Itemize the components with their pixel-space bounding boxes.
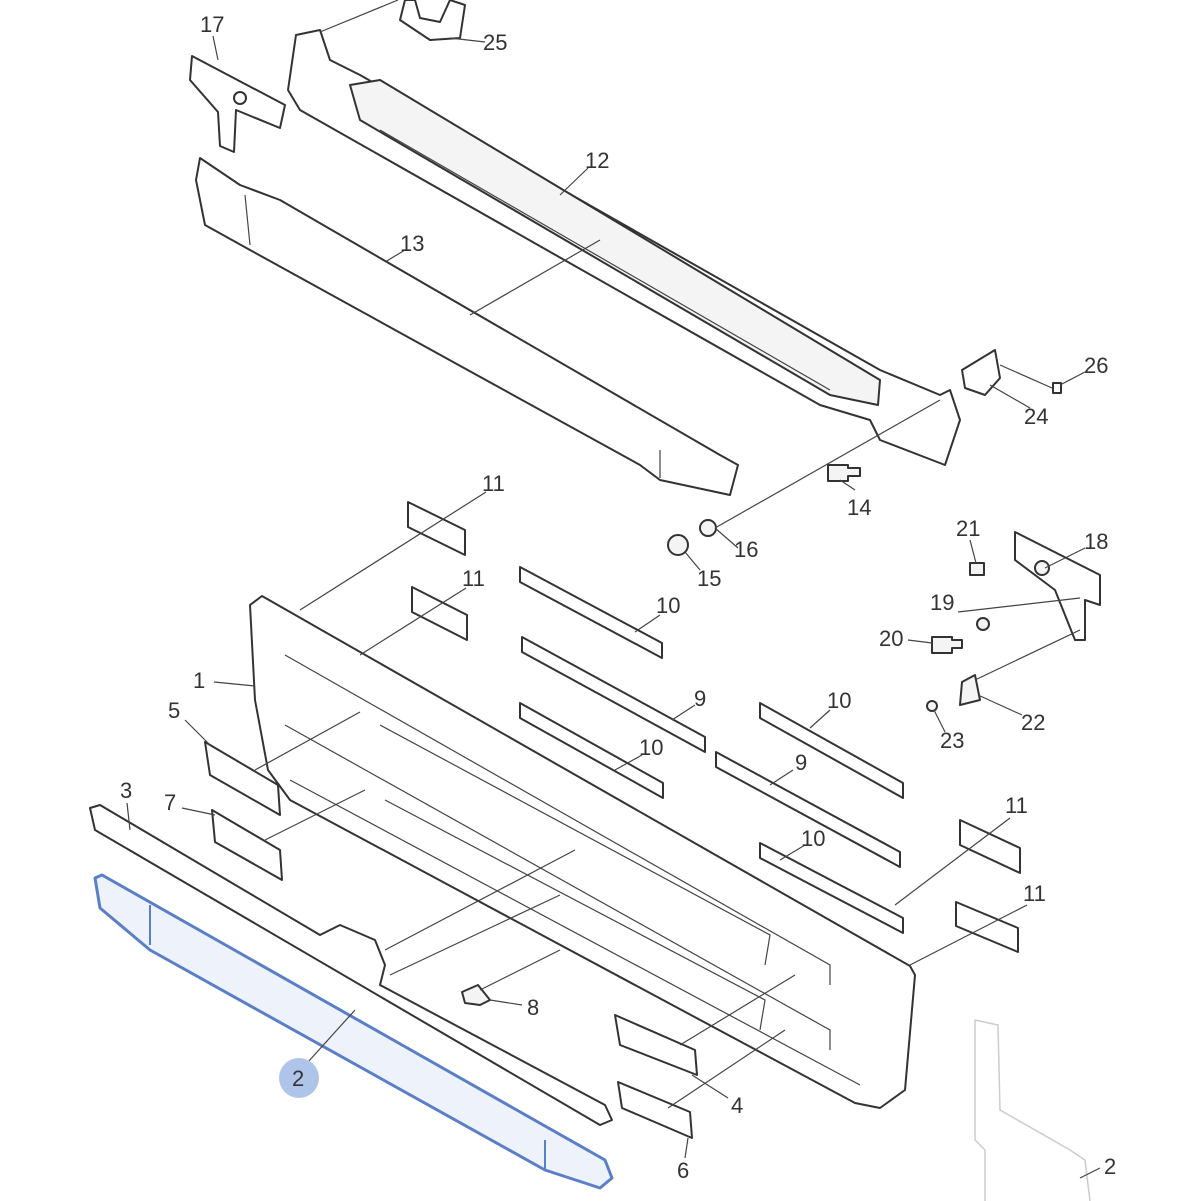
callout-label[interactable]: 22 (1021, 710, 1045, 735)
part-15-nut[interactable] (667, 534, 689, 556)
part-13-lower-panel[interactable] (195, 157, 739, 496)
part-1-grille[interactable] (249, 595, 916, 1109)
part-14-bolt[interactable] (827, 464, 861, 482)
callout-label[interactable]: 19 (930, 590, 954, 615)
part-25-bracket[interactable] (399, 0, 466, 41)
callout-label[interactable]: 11 (1005, 793, 1028, 818)
callout-label[interactable]: 10 (827, 688, 851, 713)
part-26-screw[interactable] (1052, 382, 1062, 394)
part-3-trim[interactable] (89, 804, 613, 1126)
callout-label[interactable]: 2 (1104, 1154, 1116, 1179)
part-16-nut[interactable] (699, 519, 717, 537)
callout-label[interactable]: 25 (483, 30, 507, 55)
callout-label[interactable]: 3 (120, 778, 132, 803)
part-2-lower-trim-highlighted[interactable] (93, 873, 614, 1190)
callout-label[interactable]: 8 (527, 995, 539, 1020)
part-20-bolt[interactable] (931, 636, 963, 654)
callout-label[interactable]: 9 (795, 750, 807, 775)
callout-label[interactable]: 5 (168, 698, 180, 723)
part-18-hinge[interactable] (1014, 531, 1101, 641)
callout-label[interactable]: 10 (801, 826, 825, 851)
callout-label[interactable]: 15 (697, 566, 721, 591)
part-23-screw[interactable] (926, 700, 938, 712)
callout-label[interactable]: 9 (694, 686, 706, 711)
callout-label[interactable]: 10 (656, 593, 680, 618)
part-21-screw[interactable] (969, 562, 985, 576)
callout-label[interactable]: 23 (940, 728, 964, 753)
leader-lines (126, 0, 1101, 1179)
callout-label[interactable]: 17 (200, 12, 224, 37)
part-12-upper-panel[interactable] (287, 29, 961, 466)
callout-label-selected[interactable]: 2 (292, 1066, 304, 1091)
part-5-7-4-6-inserts[interactable] (204, 741, 698, 1139)
part-22-clip[interactable] (959, 674, 981, 706)
part-19-washer[interactable] (976, 617, 990, 631)
callout-label[interactable]: 20 (879, 626, 903, 651)
callout-label[interactable]: 6 (677, 1158, 689, 1183)
adjacent-part-faint (974, 1019, 1091, 1201)
part-11-pads[interactable] (407, 501, 1021, 953)
part-9-10-strips[interactable] (519, 566, 904, 934)
callout-label[interactable]: 12 (585, 148, 609, 173)
callout-label[interactable]: 21 (956, 516, 980, 541)
callout-label[interactable]: 13 (400, 231, 424, 256)
callout-label[interactable]: 11 (462, 566, 485, 591)
callout-label[interactable]: 1 (193, 668, 205, 693)
callout-label[interactable]: 11 (482, 471, 505, 496)
selected-callout-marker[interactable] (279, 1058, 319, 1098)
callout-label[interactable]: 26 (1084, 353, 1108, 378)
callout-label[interactable]: 18 (1084, 529, 1108, 554)
part-8-clip[interactable] (461, 984, 491, 1006)
part-17-bracket[interactable] (189, 55, 286, 153)
callout-label[interactable]: 10 (639, 735, 663, 760)
callout-label[interactable]: 16 (734, 537, 758, 562)
part-24-clip[interactable] (961, 349, 1001, 396)
callout-label[interactable]: 14 (847, 495, 871, 520)
callout-label[interactable]: 11 (1023, 881, 1046, 906)
callout-label[interactable]: 7 (164, 790, 176, 815)
callout-label[interactable]: 4 (731, 1093, 743, 1118)
callout-label[interactable]: 24 (1024, 404, 1048, 429)
